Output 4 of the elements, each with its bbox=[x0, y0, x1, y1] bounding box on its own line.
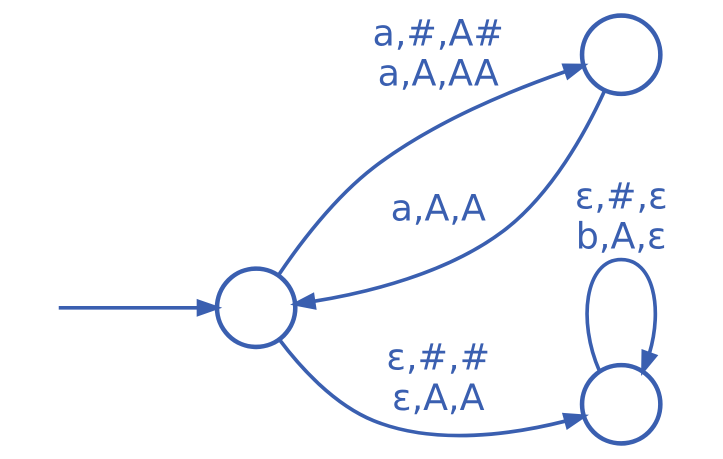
edge-label: a,A,A bbox=[390, 186, 486, 230]
edge-label: ε,#,ε b,A,ε bbox=[574, 174, 668, 258]
edge-label: a,#,A# a,A,AA bbox=[372, 12, 504, 95]
edge-label: ε,#,# ε,A,A bbox=[386, 336, 490, 419]
